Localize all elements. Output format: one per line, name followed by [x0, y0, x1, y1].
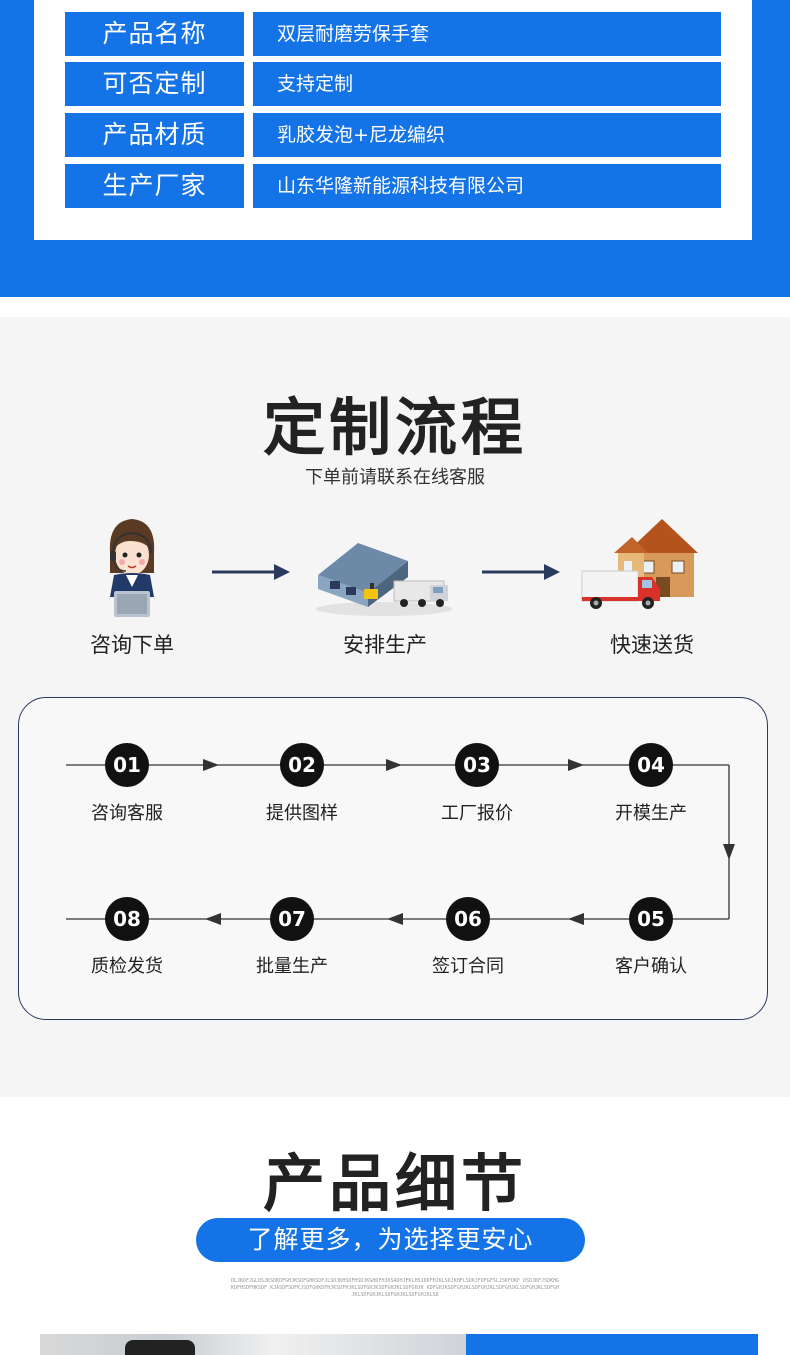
details-title: 产品细节 [262, 1147, 527, 1220]
arrow-right-icon [482, 564, 560, 580]
decorative-fine-print: DLJKDFJGLDSJKSDKDFGHJKSDFGHKSDFJLSDJKHSD… [230, 1278, 560, 1298]
spec-label: 生产厂家 [65, 164, 244, 208]
customer-service-icon [109, 519, 155, 617]
flow-node: 06 [446, 897, 490, 941]
delivery-truck-icon [581, 519, 698, 609]
spec-label: 产品材质 [65, 113, 244, 157]
details-section: 产品细节 了解更多，为选择更安心 DLJKDFJGLDSJKSDKDFGHJKS… [0, 1097, 790, 1355]
spec-value: 支持定制 [253, 62, 721, 106]
flow-node: 04 [629, 743, 673, 787]
step-caption: 快速送货 [610, 633, 694, 657]
spec-row-manufacturer: 生产厂家 山东华隆新能源科技有限公司 [65, 164, 721, 208]
spec-value: 乳胶发泡+尼龙编织 [253, 113, 721, 157]
factory-icon [316, 543, 452, 616]
flow-node-label: 批量生产 [256, 956, 328, 977]
flow-node: 08 [105, 897, 149, 941]
flow-node: 03 [455, 743, 499, 787]
process-section: 定制流程 下单前请联系在线客服 咨询下单 [0, 317, 790, 1097]
flow-node-label: 咨询客服 [91, 803, 163, 824]
spec-value: 双层耐磨劳保手套 [253, 12, 721, 56]
flow-node: 02 [280, 743, 324, 787]
flow-node-label: 工厂报价 [441, 803, 513, 824]
spec-value: 山东华隆新能源科技有限公司 [253, 164, 721, 208]
product-photo-panel [466, 1334, 758, 1355]
flow-node: 05 [629, 897, 673, 941]
product-photo [40, 1334, 466, 1355]
flow-node-label: 客户确认 [615, 956, 687, 977]
flow-node-label: 签订合同 [432, 956, 504, 977]
flow-box: 01 咨询客服 02 提供图样 03 工厂报价 04 开模生产 05 客户确认 … [18, 697, 768, 1020]
spec-label: 产品名称 [65, 12, 244, 56]
step-caption: 安排生产 [343, 633, 427, 657]
step-caption: 咨询下单 [90, 633, 174, 657]
process-subtitle: 下单前请联系在线客服 [305, 467, 485, 488]
spec-label: 可否定制 [65, 62, 244, 106]
flow-connector-lines [66, 759, 735, 925]
arrow-right-icon [212, 564, 290, 580]
details-tagline-pill: 了解更多，为选择更安心 [196, 1218, 585, 1262]
spec-row-material: 产品材质 乳胶发泡+尼龙编织 [65, 113, 721, 157]
flow-node-label: 开模生产 [615, 803, 687, 824]
flow-node: 07 [270, 897, 314, 941]
spec-row-custom: 可否定制 支持定制 [65, 62, 721, 106]
spec-section: 产品名称 双层耐磨劳保手套 可否定制 支持定制 产品材质 乳胶发泡+尼龙编织 生… [0, 0, 790, 297]
flow-node-label: 提供图样 [266, 803, 338, 824]
flow-node-label: 质检发货 [91, 956, 163, 977]
process-title: 定制流程 [262, 391, 527, 464]
flow-node: 01 [105, 743, 149, 787]
spec-row-name: 产品名称 双层耐磨劳保手套 [65, 12, 721, 56]
